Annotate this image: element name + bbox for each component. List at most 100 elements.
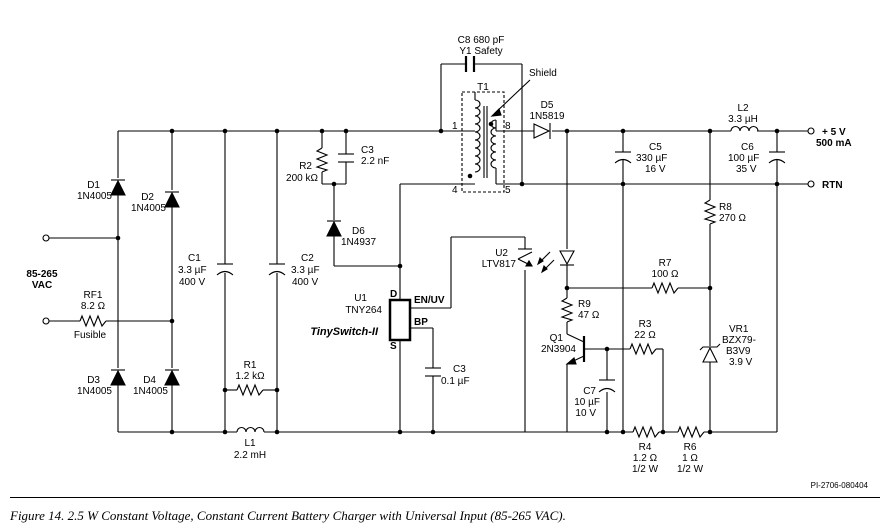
c5-value-label: 330 µF (636, 153, 667, 164)
r6-value-label: 1 Ω (682, 453, 698, 464)
q1-part-label: 2N3904 (541, 344, 576, 355)
out-rtn-label: RTN (822, 180, 843, 191)
r6-label: R6 (684, 442, 697, 453)
c1-voltage-label: 400 V (179, 277, 205, 288)
c5-capacitor-symbol (614, 151, 632, 164)
r2-resistor-symbol (315, 147, 329, 173)
l1-inductor-symbol (236, 426, 265, 433)
t1-pin8-label: 8 (505, 121, 511, 132)
wires (49, 63, 808, 433)
r4-power-label: 1/2 W (632, 464, 659, 475)
d3-label: D3 (87, 375, 100, 386)
r1-value-label: 1.2 kΩ (235, 371, 265, 382)
u1-part-label: TNY264 (345, 305, 382, 316)
r1-resistor-symbol (236, 383, 264, 397)
r7-label: R7 (659, 258, 672, 269)
d6-label: D6 (352, 226, 365, 237)
c7-voltage-label: 10 V (575, 408, 596, 419)
d1-label: D1 (87, 180, 100, 191)
r8-resistor-symbol (703, 199, 717, 225)
c8-rating-label: Y1 Safety (459, 46, 502, 57)
r2-label: R2 (299, 161, 312, 172)
d5-label: D5 (541, 100, 554, 111)
u2-optocoupler-symbol (517, 248, 575, 274)
d1-part-label: 1N4005 (77, 191, 112, 202)
schematic-diagram: C8 680 pF Y1 Safety T1 Shield 1 8 4 5 D5… (26, 35, 868, 490)
c6-value-label: 100 µF (728, 153, 759, 164)
c2-value-label: 3.3 µF (291, 265, 320, 276)
r1-label: R1 (244, 360, 257, 371)
c3-bp-capacitor-symbol (425, 367, 441, 377)
u1-family-label: TinySwitch-II (310, 326, 379, 338)
d5-diode-symbol (533, 123, 551, 139)
d1-diode-symbol (110, 179, 126, 196)
d4-diode-symbol (164, 369, 180, 386)
c1-label: C1 (188, 253, 201, 264)
r7-value-label: 100 Ω (652, 269, 679, 280)
vr1-label: VR1 (729, 324, 749, 335)
u1-label: U1 (354, 293, 367, 304)
u1-pin-enuv-label: EN/UV (414, 295, 445, 306)
d4-label: D4 (143, 375, 156, 386)
l2-label: L2 (737, 103, 749, 114)
q1-label: Q1 (550, 333, 564, 344)
c2-capacitor-symbol (268, 263, 286, 276)
u1-ic-body (388, 298, 412, 342)
rf1-label: RF1 (84, 290, 103, 301)
c3-clamp-label: C3 (361, 145, 374, 156)
r8-value-label: 270 Ω (719, 213, 746, 224)
r3-label: R3 (639, 319, 652, 330)
rf1-type-label: Fusible (74, 330, 107, 341)
d6-part-label: 1N4937 (341, 237, 376, 248)
r8-label: R8 (719, 202, 732, 213)
input-voltage-label: 85-265 (26, 269, 58, 280)
c7-value-label: 10 µF (574, 397, 600, 408)
t1-transformer-symbol (461, 79, 531, 193)
q1-transistor-symbol (565, 333, 586, 370)
u1-pin-bp-label: BP (414, 317, 428, 328)
c5-label: C5 (649, 142, 662, 153)
t1-label: T1 (477, 82, 489, 93)
caption-rule (10, 497, 880, 498)
input-unit-label: VAC (32, 280, 52, 291)
vr1-part-label: BZX79- (722, 335, 756, 346)
u2-label: U2 (495, 248, 508, 259)
vr1-zener-symbol (699, 343, 721, 363)
out-current-label: 500 mA (816, 138, 852, 149)
d3-diode-symbol (110, 369, 126, 386)
l1-label: L1 (244, 438, 256, 449)
c3-clamp-capacitor-symbol (338, 153, 354, 163)
d2-diode-symbol (164, 191, 180, 208)
l2-value-label: 3.3 µH (728, 114, 758, 125)
c8-label: C8 680 pF (458, 35, 505, 46)
l1-value-label: 2.2 mH (234, 450, 266, 461)
r2-value-label: 200 kΩ (286, 173, 318, 184)
shield-label: Shield (529, 68, 557, 79)
r6-power-label: 1/2 W (677, 464, 704, 475)
out-pos-label: + 5 V (822, 127, 846, 138)
rf1-resistor-symbol (79, 314, 107, 328)
c1-capacitor-symbol (216, 263, 234, 276)
terminals (42, 127, 815, 325)
vr1-part2-label: B3V9 (726, 346, 751, 357)
c2-voltage-label: 400 V (292, 277, 318, 288)
u2-part-label: LTV817 (482, 259, 517, 270)
c1-value-label: 3.3 µF (178, 265, 207, 276)
c5-voltage-label: 16 V (645, 164, 666, 175)
r7-resistor-symbol (651, 281, 679, 295)
t1-pin1-label: 1 (452, 121, 458, 132)
u1-pin-s-label: S (390, 341, 397, 352)
r9-label: R9 (578, 299, 591, 310)
d5-part-label: 1N5819 (529, 111, 564, 122)
vr1-value-label: 3.9 V (729, 357, 753, 368)
r3-resistor-symbol (629, 342, 657, 356)
d2-part-label: 1N4005 (131, 203, 166, 214)
d2-label: D2 (141, 192, 154, 203)
c7-capacitor-symbol (598, 379, 616, 393)
r4-label: R4 (639, 442, 652, 453)
r4-value-label: 1.2 Ω (633, 453, 658, 464)
c6-label: C6 (741, 142, 754, 153)
c3-bp-value-label: 0.1 µF (441, 376, 470, 387)
c7-label: C7 (583, 386, 596, 397)
t1-pin5-label: 5 (505, 185, 511, 196)
